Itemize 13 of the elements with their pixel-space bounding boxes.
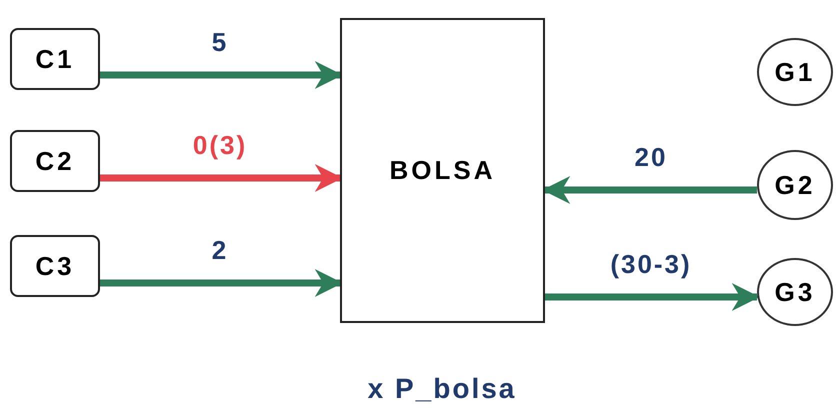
node-label: C2 — [35, 144, 75, 178]
process-box — [10, 235, 100, 297]
node-label: BOLSA — [390, 154, 496, 187]
node-label: C3 — [35, 250, 75, 282]
node-label: C1 — [35, 42, 75, 76]
note-text: x P_bolsa — [368, 372, 516, 406]
process-box — [10, 130, 100, 192]
process-box — [10, 28, 100, 90]
arrow — [545, 283, 760, 311]
process-box — [340, 18, 545, 323]
node-label: G2 — [774, 168, 816, 202]
node-label: G3 — [774, 276, 816, 308]
node-label: G1 — [774, 56, 816, 88]
